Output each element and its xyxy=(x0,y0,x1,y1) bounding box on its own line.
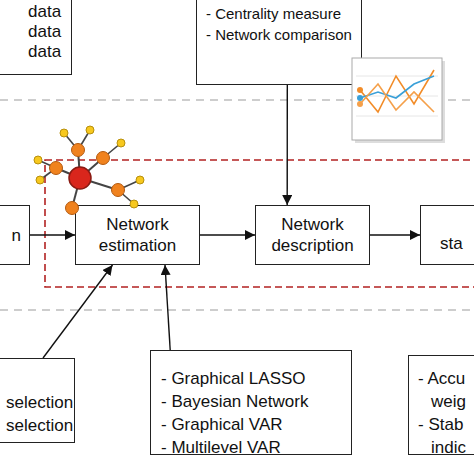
network-link xyxy=(78,130,90,150)
connector-group xyxy=(287,85,288,205)
process-box: - Centrality measure- Network comparison xyxy=(196,0,362,85)
arrow-connector xyxy=(30,234,75,235)
connector-group xyxy=(200,235,255,236)
arrow-connector xyxy=(370,234,420,235)
network-link xyxy=(103,143,121,158)
network-link xyxy=(64,133,78,150)
process-box: - Accu weig- Stab indic xyxy=(408,355,474,455)
process-box: datadatadata xyxy=(0,0,72,75)
process-box: Network description xyxy=(255,205,370,265)
network-link xyxy=(40,168,56,180)
chart-illustration xyxy=(352,58,445,143)
node-text: - Stab indic xyxy=(418,413,474,459)
section-divider xyxy=(0,99,474,101)
process-box: Network estimation xyxy=(75,205,200,265)
arrow-connector xyxy=(287,85,288,205)
network-link xyxy=(118,190,134,204)
node-text: - Centrality measure xyxy=(206,3,357,24)
network-link xyxy=(72,178,80,208)
connector-group xyxy=(30,235,75,236)
chart-gridline xyxy=(356,76,438,77)
node-text: Network description xyxy=(260,214,365,256)
node-text: data xyxy=(28,22,67,42)
network-dot xyxy=(50,162,63,175)
chart-gridline xyxy=(356,96,438,97)
network-link xyxy=(80,158,103,178)
node-text: Network estimation xyxy=(80,214,195,256)
network-dot xyxy=(34,156,42,164)
network-link xyxy=(80,178,118,190)
chart-marker xyxy=(357,95,363,101)
node-text: - Graphical LASSO xyxy=(161,367,347,390)
process-box: sta xyxy=(420,205,474,265)
chart-marker xyxy=(357,87,363,93)
network-illustration xyxy=(34,126,144,215)
node-text: - Multilevel VAR xyxy=(161,436,347,459)
node-text: n xyxy=(0,224,21,247)
network-dot xyxy=(60,129,68,137)
network-dot xyxy=(86,126,94,134)
network-dot xyxy=(112,184,125,197)
arrow-connector xyxy=(200,234,255,235)
connector-group xyxy=(370,235,420,236)
chart-gridline xyxy=(356,116,438,117)
chart-line xyxy=(360,70,434,112)
chart-frame xyxy=(352,58,442,140)
node-text: selection xyxy=(6,414,70,437)
network-hub xyxy=(69,167,91,189)
arrow-connector xyxy=(43,265,113,358)
section-divider xyxy=(0,309,474,311)
node-text: - Network comparison xyxy=(206,24,357,45)
network-link xyxy=(56,168,80,178)
connector-group xyxy=(165,265,170,350)
node-text: data xyxy=(28,42,67,62)
network-dot xyxy=(72,144,85,157)
chart-marker xyxy=(357,101,363,107)
chart-line xyxy=(360,84,434,112)
process-box: - Graphical LASSO- Bayesian Network- Gra… xyxy=(150,350,352,455)
network-link xyxy=(78,150,80,178)
network-dot xyxy=(36,176,44,184)
node-text: selection xyxy=(6,391,70,414)
network-dot xyxy=(117,139,125,147)
node-text: data xyxy=(28,2,67,22)
network-dot xyxy=(136,176,144,184)
chart-line xyxy=(360,76,434,98)
connector-group xyxy=(43,265,113,358)
chart-shadow xyxy=(355,61,445,143)
arrow-connector xyxy=(165,265,170,350)
network-dot xyxy=(97,152,110,165)
network-link xyxy=(118,180,140,190)
node-text: - Graphical VAR xyxy=(161,413,347,436)
process-box: selectionselection xyxy=(0,358,75,443)
process-box: n xyxy=(0,205,30,265)
node-text: - Accu weig xyxy=(418,367,474,413)
group-frame xyxy=(45,160,474,287)
network-link xyxy=(38,160,56,168)
node-text: - Bayesian Network xyxy=(161,390,347,413)
node-text: sta xyxy=(440,232,474,255)
